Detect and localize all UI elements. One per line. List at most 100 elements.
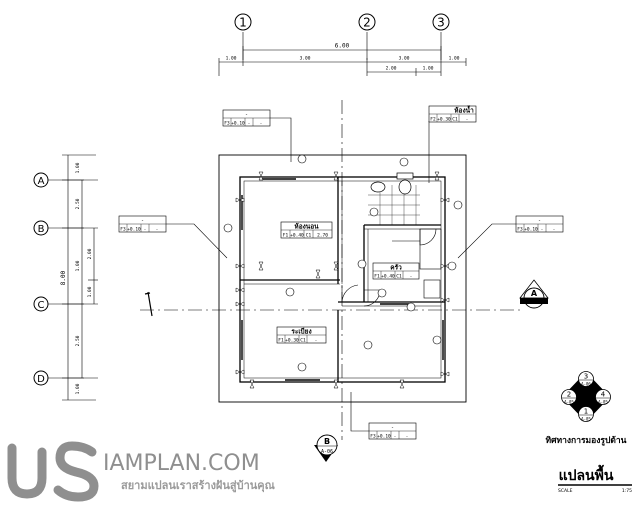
section-marker-a-sheet: A-07 [528, 300, 540, 306]
level-tag-left-2: - [144, 228, 147, 233]
dim-left-seg-4: 2.50 [75, 335, 81, 346]
section-marker-b: B A-06 [314, 434, 338, 462]
level-tag-left-3: - [156, 228, 159, 233]
bathroom-tag-3: - [466, 118, 469, 123]
bathroom-name: ห้องน้ำ [454, 105, 474, 115]
level-tag-left-0: F3 [120, 227, 126, 233]
grid-bubble-d-label: D [37, 374, 45, 385]
dim-top-sub-1: 2.00 [386, 66, 397, 72]
grid-bubble-3: 3 [432, 13, 450, 31]
porch-tag-0: F1 [278, 338, 284, 344]
level-tag-top-0: F3 [224, 121, 230, 127]
watermark-logo [7, 441, 99, 502]
level-tag-left-name: - [141, 218, 144, 224]
level-tag-top-2: - [248, 122, 251, 127]
grid-bubble-3-label: 3 [437, 16, 445, 30]
dim-top-seg-2: 3.00 [300, 56, 311, 62]
dim-top-seg-1: 1.00 [226, 56, 237, 62]
title-block: แปลนพื้น SCALE 1:75 [558, 464, 632, 494]
bathroom-tag-2: C1 [452, 117, 458, 123]
kitchen-tag-1: +0.40 [381, 274, 395, 280]
grid-bubble-c-label: C [38, 300, 45, 311]
building-walls [239, 176, 446, 383]
porch-tag-2: C1 [300, 338, 306, 344]
grid-bubble-b-label: B [38, 224, 45, 235]
kitchen-counter [392, 228, 442, 299]
dim-left-overall: 8.00 [60, 270, 67, 285]
level-tag-right-1: +0.10 [524, 227, 538, 233]
dim-left-seg-3: 1.00 [75, 260, 81, 271]
grid-bubble-c: C [33, 296, 49, 312]
scale-label: SCALE [558, 488, 573, 494]
level-tag-top: - F3 +0.10 - - [222, 109, 292, 162]
dim-left-seg-1: 1.00 [75, 162, 81, 173]
kitchen-name: ครัว [390, 264, 402, 272]
level-tag-bottom-3: - [406, 435, 409, 440]
grid-bubble-2-label: 2 [363, 16, 371, 30]
dim-left-sub-1: 2.00 [87, 248, 93, 259]
porch-tag-3: - [315, 339, 318, 344]
dimension-chain-left [62, 154, 98, 401]
dim-top-seg-3: 3.00 [399, 56, 410, 62]
basin-fixture [370, 181, 386, 193]
elev-key-2-sheet: A-05 [564, 400, 574, 405]
level-tag-left-1: +0.10 [127, 227, 141, 233]
bedroom-tag-1: +0.40 [290, 233, 304, 239]
section-marker-a-letter: A [531, 289, 538, 298]
bathroom-tag-1: +0.30 [437, 117, 451, 123]
elevation-key-caption: ทิศทางการมองรูปด้าน [546, 435, 627, 446]
elev-key-3-sheet: A-06 [581, 382, 591, 387]
porch-name: ระเบียง [291, 328, 311, 336]
elev-key-4-sheet: A-05 [598, 400, 608, 405]
section-marker-b-letter: B [324, 437, 330, 446]
grid-bubble-1-label: 1 [239, 16, 247, 30]
bedroom-tag-2: C1 [306, 233, 312, 239]
level-tag-right: - F3 +0.10 - - [457, 215, 564, 259]
bathroom-tag-0: F2 [430, 117, 436, 123]
grid-bubble-a: A [33, 172, 49, 188]
window-marks [241, 178, 444, 381]
elev-key-3: 3 [584, 373, 588, 381]
bedroom-name: ห้องนอน [294, 222, 319, 231]
level-tag-left: - F3 +0.10 - - [118, 215, 228, 259]
level-tag-bottom: - F3 +0.10 - - [350, 392, 417, 440]
section-marker-b-sheet: A-06 [321, 449, 333, 455]
grid-bubble-a-label: A [38, 176, 45, 187]
dim-left-sub-2: 1.00 [87, 286, 93, 297]
grid-bubble-b: B [33, 220, 49, 236]
room-tag-bedroom: ห้องนอน F1 +0.40 C1 2.70 [280, 222, 333, 239]
dim-left-seg-5: 1.00 [75, 383, 81, 394]
room-tag-kitchen: ครัว F1 +0.40 C1 - [372, 262, 420, 280]
level-tag-top-3: - [260, 122, 263, 127]
section-cut-a-left [144, 291, 153, 317]
scale-value: 1:75 [622, 488, 632, 494]
watermark: IAMPLAN.COM สยามแปลนเราสร้างฝันสู่บ้านคุ… [7, 441, 276, 502]
grid-bubble-1: 1 [234, 13, 252, 31]
bedroom-tag-0: F1 [283, 233, 289, 239]
elev-key-4: 4 [601, 391, 606, 399]
level-tag-right-name: - [538, 218, 541, 224]
site-boundary [218, 154, 467, 403]
section-marker-a: A A-07 [519, 279, 549, 309]
dim-left-seg-2: 2.50 [75, 198, 81, 209]
kitchen-tag-0: F1 [374, 274, 380, 280]
wall-symbols [235, 171, 450, 389]
level-tag-bottom-2: - [394, 435, 397, 440]
reference-circles [223, 154, 463, 372]
watermark-brand: IAMPLAN.COM [103, 451, 260, 476]
porch-tag-1: +0.30 [285, 338, 299, 344]
elevation-key: 3 A-06 2 A-05 4 A-05 1 A-05 ทิศทางการมอง… [546, 371, 627, 446]
dim-top-overall: 6.00 [335, 43, 350, 50]
bedroom-tag-3: 2.70 [317, 233, 328, 239]
drawing-title: แปลนพื้น [559, 464, 614, 484]
level-tag-bottom-0: F3 [370, 434, 376, 440]
level-tag-bottom-name: - [391, 425, 394, 431]
watermark-tagline: สยามแปลนเราสร้างฝันสู่บ้านคุณ [121, 479, 276, 493]
dim-top-seg-4: 1.00 [449, 56, 460, 62]
elev-key-1-sheet: A-05 [581, 417, 591, 422]
level-tag-top-name: - [245, 112, 248, 118]
toilet-fixture [396, 172, 414, 195]
level-tag-top-1: +0.10 [231, 121, 245, 127]
grid-bubble-d: D [33, 370, 49, 386]
